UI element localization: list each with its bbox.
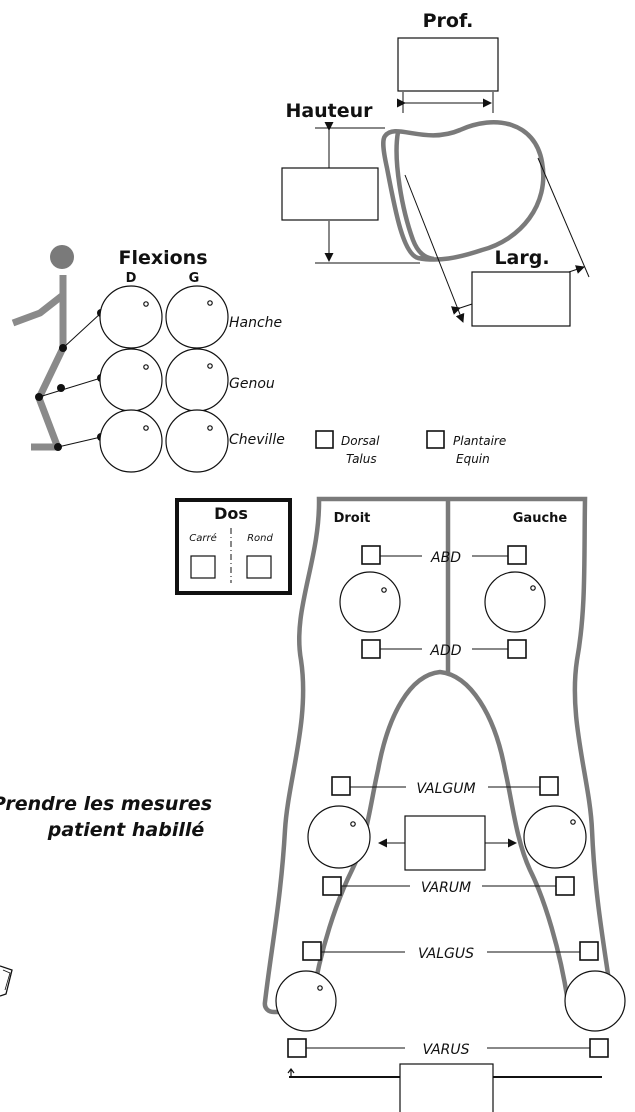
foot-position: Dorsal Talus Plantaire Equin (315, 430, 506, 466)
varum-right-checkbox[interactable] (322, 876, 342, 896)
back-round-checkbox[interactable] (246, 555, 272, 579)
hip-abduction-right-dial[interactable] (339, 571, 401, 633)
ankle-right-dial-marker (143, 425, 149, 431)
knee-left-dial[interactable] (165, 348, 229, 412)
ankle-left-dial[interactable] (165, 409, 229, 473)
seat-diagram: Prof. Hauteur Larg. (281, 10, 590, 327)
knee-connector (38, 377, 102, 398)
back-title: Dos (214, 504, 248, 523)
knee-varus-right-dial[interactable] (307, 805, 371, 869)
varus-right-checkbox[interactable] (287, 1038, 307, 1058)
depth-input-box[interactable] (397, 37, 499, 92)
seat-backrest-line (394, 131, 435, 262)
legs-diagram: Droit Gauche ABD ADD VALGUM (262, 496, 626, 1112)
valgus-label: VALGUS (418, 946, 474, 962)
legs-outline (262, 496, 615, 1015)
hip-abduction-left-dial[interactable] (484, 571, 546, 633)
hip-left-dial-marker (207, 300, 213, 306)
knee-gap-input-box[interactable] (404, 815, 486, 871)
hip-right-dial[interactable] (99, 285, 163, 349)
hip-label: Hanche (229, 315, 282, 331)
hip-left-dial[interactable] (165, 285, 229, 349)
seat-shell-outline (381, 120, 546, 262)
abd-left-checkbox[interactable] (507, 545, 527, 565)
foot-width-arrow-icon (287, 1068, 295, 1076)
dorsal-talus-checkbox[interactable] (315, 430, 334, 449)
left-leg-label: Gauche (513, 511, 568, 526)
varus-left-checkbox[interactable] (589, 1038, 609, 1058)
valgum-right-checkbox[interactable] (331, 776, 351, 796)
ankle-valgus-right-dial[interactable] (275, 970, 337, 1032)
hip-abduction-left-marker (530, 585, 536, 591)
knee-right-dial[interactable] (99, 348, 163, 412)
hip-connector (62, 312, 102, 349)
back-square-checkbox[interactable] (190, 555, 216, 579)
add-right-checkbox[interactable] (361, 639, 381, 659)
valgus-left-checkbox[interactable] (579, 941, 599, 961)
ankle-label: Cheville (229, 432, 285, 448)
back-round-label: Rond (247, 533, 273, 544)
ankle-right-dial[interactable] (99, 409, 163, 473)
plantar-label: Plantaire (453, 434, 506, 448)
abd-label: ABD (430, 550, 461, 566)
dorsal-label: Dorsal (341, 434, 380, 448)
ankle-valgus-right-marker (317, 985, 323, 991)
back-shape-box: Dos Carré Rond (175, 498, 292, 595)
abd-right-checkbox[interactable] (361, 545, 381, 565)
ankle-left-dial-marker (207, 425, 213, 431)
partial-logo-icon (0, 965, 13, 997)
foot-width-input-box[interactable] (399, 1063, 494, 1112)
knee-varus-left-marker (570, 819, 576, 825)
add-label: ADD (429, 643, 461, 659)
flexions-section: Flexions D G Hanche Genou (11, 245, 285, 473)
height-input-box[interactable] (281, 167, 379, 221)
back-square-label: Carré (189, 532, 217, 544)
width-input-box[interactable] (471, 271, 571, 327)
ankle-valgus-left-dial[interactable] (564, 970, 626, 1032)
varum-left-checkbox[interactable] (555, 876, 575, 896)
note-line-2: patient habillé (47, 819, 205, 841)
plantar-equin-checkbox[interactable] (426, 430, 445, 449)
flexions-col-right: D (126, 271, 137, 286)
width-label: Larg. (494, 247, 549, 269)
ankle-connector (57, 436, 102, 448)
add-left-checkbox[interactable] (507, 639, 527, 659)
valgus-right-checkbox[interactable] (302, 941, 322, 961)
hip-abduction-right-marker (381, 587, 387, 593)
width-guide-right (537, 157, 590, 278)
note-line-1: Prendre les mesures (0, 793, 212, 815)
depth-label: Prof. (423, 10, 474, 32)
hip-right-dial-marker (143, 301, 149, 307)
knee-right-dial-marker (143, 364, 149, 370)
height-label: Hauteur (285, 100, 373, 122)
knee-label: Genou (229, 376, 275, 392)
knee-varus-right-marker (350, 821, 356, 827)
varus-label: VARUS (422, 1042, 469, 1058)
valgum-label: VALGUM (416, 781, 475, 797)
seated-figure-icon (11, 245, 74, 451)
knee-varus-left-dial[interactable] (523, 805, 587, 869)
talus-label: Talus (346, 452, 377, 466)
knee-left-dial-marker (207, 363, 213, 369)
width-guide-left (404, 174, 465, 323)
valgum-left-checkbox[interactable] (539, 776, 559, 796)
flexions-title: Flexions (118, 247, 207, 269)
flexions-col-left: G (189, 271, 200, 286)
equin-label: Equin (456, 452, 490, 466)
right-leg-label: Droit (334, 511, 371, 526)
varum-label: VARUM (421, 880, 471, 896)
